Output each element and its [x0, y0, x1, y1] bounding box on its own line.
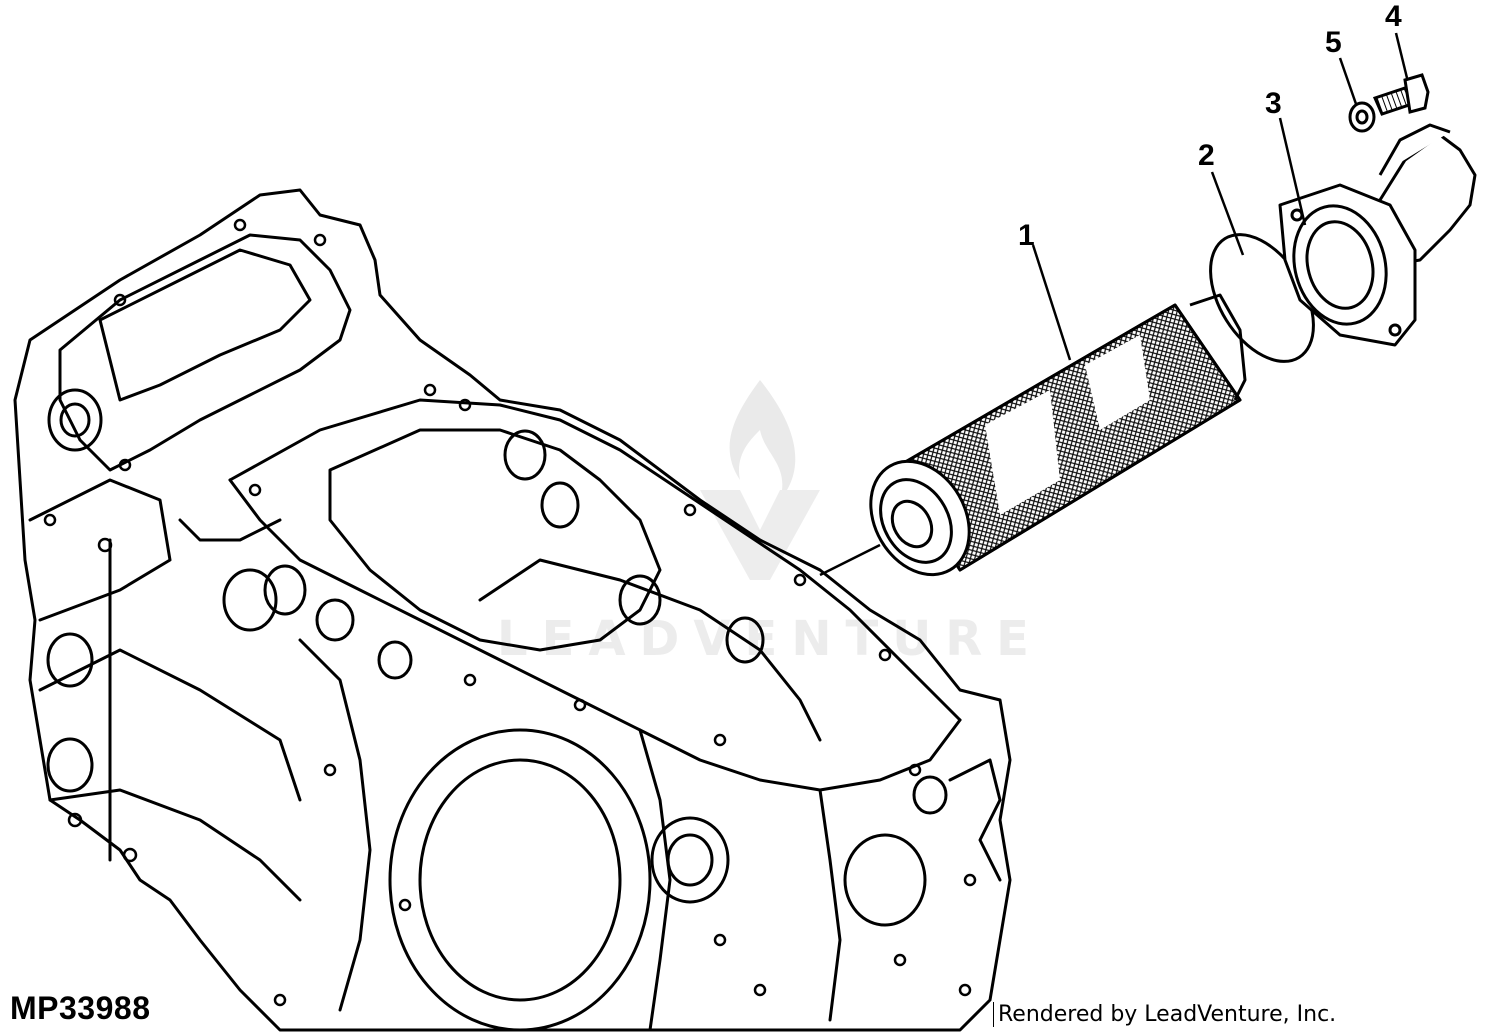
filter-leader-line: [819, 543, 881, 577]
callout-4: 4: [1385, 0, 1402, 33]
transmission-housing: [13, 188, 1012, 1032]
render-credit: Rendered by LeadVenture, Inc.: [993, 1002, 1336, 1027]
callout-leaders: [1031, 32, 1409, 361]
filter-element: [869, 293, 1247, 577]
callout-2: 2: [1198, 139, 1215, 172]
callout-3: 3: [1265, 87, 1282, 120]
callout-5: 5: [1325, 26, 1342, 59]
callout-1: 1: [1018, 219, 1035, 252]
diagram-part-code: MP33988: [10, 990, 151, 1026]
v-logo-icon: [700, 490, 820, 580]
watermark-text: LEADVENTURE: [497, 611, 1043, 667]
flame-logo-icon: [729, 380, 796, 500]
washer: [1348, 101, 1376, 133]
filter-cover: [1278, 123, 1477, 347]
cap-screw: [1372, 73, 1430, 116]
